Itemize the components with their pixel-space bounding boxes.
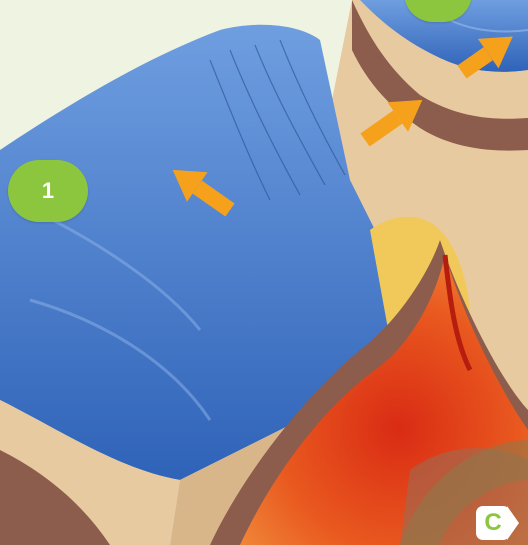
corner-letter-label: C [476,506,510,540]
step-1-badge: 1 [8,160,88,222]
